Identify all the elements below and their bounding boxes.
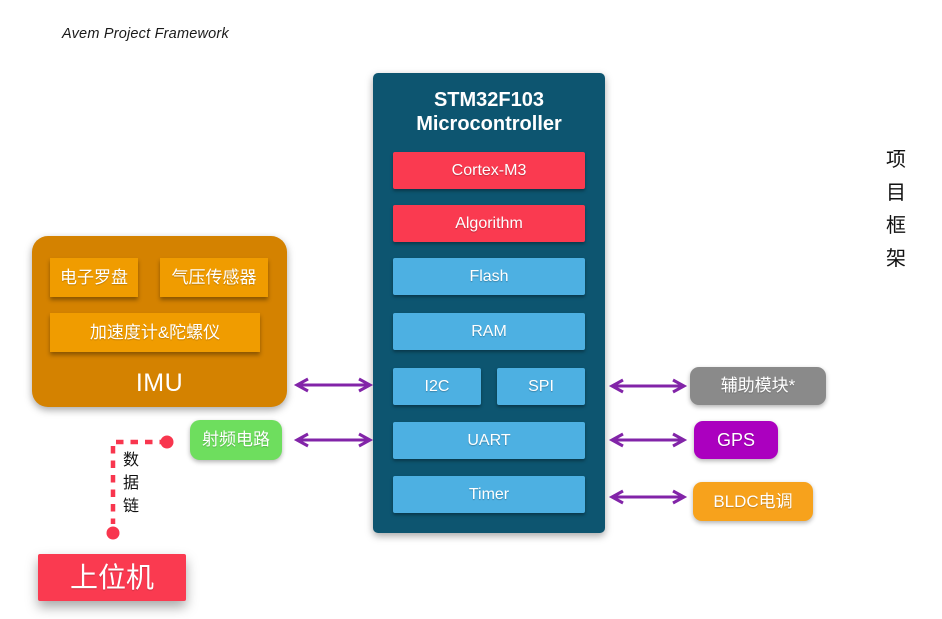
node-timer: Timer (393, 476, 585, 513)
node-flash: Flash (393, 258, 585, 295)
datalink-char: 据 (122, 475, 139, 492)
arrow-mcu-bldc (608, 489, 688, 505)
node-accel-gyro: 加速度计&陀螺仪 (50, 313, 260, 352)
mcu-title-line2: Microcontroller (416, 113, 562, 135)
arrow-mcu-aux (608, 378, 688, 394)
datalink-endpoint-dot (160, 435, 174, 449)
side-title-char: 项 (886, 149, 906, 171)
arrow-mcu-gps (608, 432, 688, 448)
node-compass: 电子罗盘 (50, 258, 138, 297)
mcu-title: STM32F103 Microcontroller (373, 88, 605, 136)
page-title: Avem Project Framework (62, 26, 229, 42)
node-rf-circuit: 射频电路 (190, 420, 282, 460)
datalink-endpoint-dot (106, 526, 120, 540)
node-aux-module: 辅助模块* (690, 367, 826, 405)
datalink-label: 数 据 链 (121, 449, 141, 518)
side-title-char: 框 (886, 215, 906, 237)
side-title-char: 目 (886, 182, 906, 204)
node-spi: SPI (497, 368, 585, 405)
node-uart: UART (393, 422, 585, 459)
imu-label: IMU (135, 369, 184, 397)
node-i2c: I2C (393, 368, 481, 405)
arrow-imu-mcu (293, 377, 374, 393)
imu-box: 电子罗盘 气压传感器 加速度计&陀螺仪 IMU (32, 236, 287, 407)
side-title-vertical: 项 目 框 架 (884, 144, 908, 276)
node-ram: RAM (393, 313, 585, 350)
side-title-char: 架 (886, 248, 906, 270)
node-algorithm: Algorithm (393, 205, 585, 242)
node-host-pc: 上位机 (38, 554, 186, 601)
mcu-box: STM32F103 Microcontroller Cortex-M3 Algo… (373, 73, 605, 533)
mcu-title-line1: STM32F103 (433, 89, 545, 111)
node-gps: GPS (694, 421, 778, 459)
node-barometer: 气压传感器 (160, 258, 268, 297)
datalink-char: 链 (122, 498, 139, 515)
node-bldc-esc: BLDC电调 (693, 482, 813, 521)
arrow-rf-mcu (293, 432, 374, 448)
node-cortex-m3: Cortex-M3 (393, 152, 585, 189)
datalink-char: 数 (122, 452, 139, 469)
